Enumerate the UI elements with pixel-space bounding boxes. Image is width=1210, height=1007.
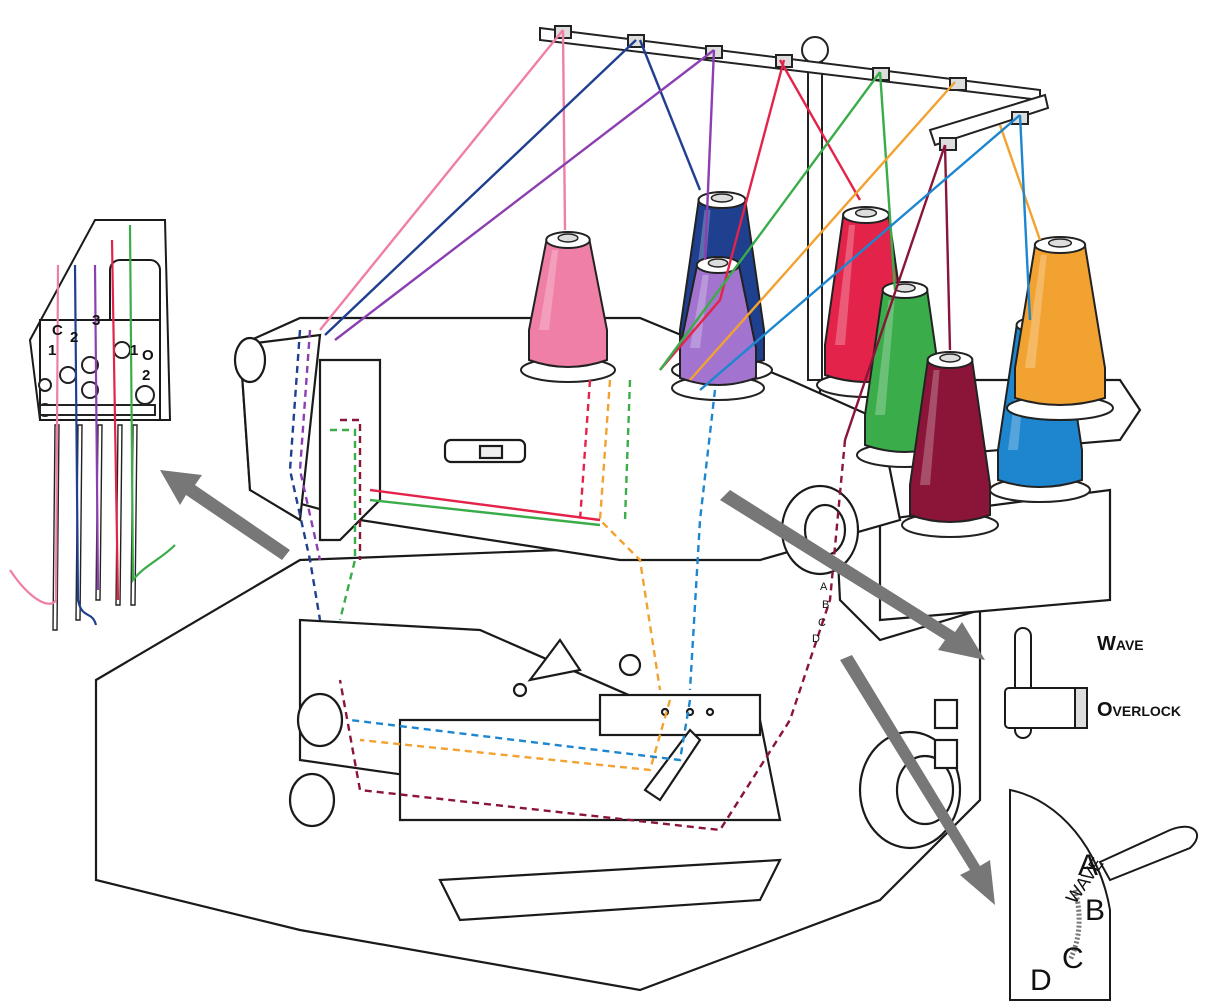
needle-label-o: O bbox=[142, 347, 154, 364]
thread-cone-maroon bbox=[901, 351, 999, 538]
wave-label: Wave bbox=[1097, 633, 1144, 655]
dial-letter-a: A bbox=[1078, 849, 1098, 882]
needle-label-2-right: 2 bbox=[142, 367, 150, 384]
arrow-to-stitch-dial bbox=[840, 655, 995, 905]
dial-letter-d: D bbox=[1030, 964, 1052, 997]
thread-cone-pink bbox=[520, 231, 616, 383]
stitch-dial-detail: WAVE A B C D bbox=[1009, 788, 1199, 1001]
thread-cone-orange bbox=[1006, 236, 1114, 421]
dial-letter-b: B bbox=[1085, 894, 1105, 927]
wave-overlock-switch-detail bbox=[1004, 627, 1088, 739]
callout-arrows bbox=[160, 470, 995, 905]
needle-label-3: 3 bbox=[92, 312, 100, 329]
selector-c: C bbox=[818, 617, 826, 629]
arrow-to-needle-detail bbox=[160, 470, 290, 560]
needle-label-2-left: 2 bbox=[70, 329, 78, 346]
arrow-to-wave-switch bbox=[720, 490, 985, 660]
dial-letter-c: C bbox=[1062, 942, 1084, 975]
needle-detail-inset: C 3 1 2 1 O 2 bbox=[9, 219, 176, 631]
thread-cone-lavender bbox=[671, 256, 765, 401]
selector-d: D bbox=[812, 633, 820, 645]
needle-label-c: C bbox=[52, 322, 63, 339]
needle-position-labels: C 3 1 2 1 O 2 bbox=[48, 312, 154, 384]
machine-selector-letters: A B C D bbox=[812, 581, 829, 645]
overlock-label: Overlock bbox=[1097, 699, 1181, 721]
selector-b: B bbox=[822, 599, 829, 611]
selector-a: A bbox=[820, 581, 828, 593]
thread-paths bbox=[288, 29, 1042, 832]
needle-label-1-left: 1 bbox=[48, 342, 56, 359]
needle-label-1-right: 1 bbox=[130, 342, 138, 359]
